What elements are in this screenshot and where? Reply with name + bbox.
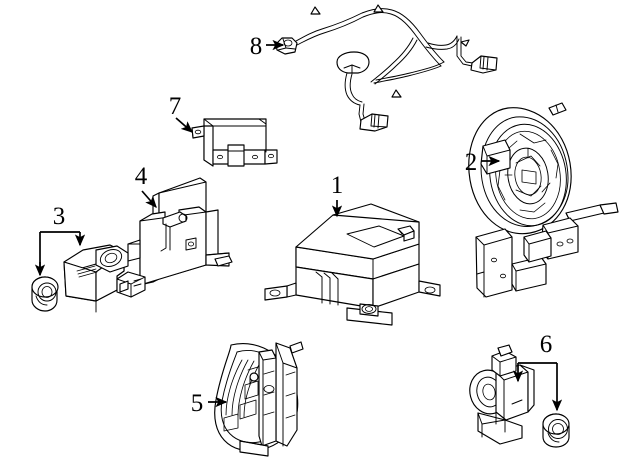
part-3-grommet xyxy=(31,276,59,312)
harness-oval-connector xyxy=(336,51,370,74)
part-2-clock-spring-spiral-cable xyxy=(468,102,619,298)
callout-5: 5 xyxy=(191,390,228,417)
callout-5-number: 5 xyxy=(191,390,204,417)
part-4-sensor-bracket xyxy=(127,177,233,286)
harness-left-connector xyxy=(275,37,298,55)
callout-7-number: 7 xyxy=(169,93,182,120)
part-6-retaining-nut xyxy=(542,413,570,448)
callout-3: 3 xyxy=(34,203,86,277)
part-8-air-bag-wire-harness xyxy=(275,4,498,132)
callout-8: 8 xyxy=(250,33,285,60)
callout-3-number: 3 xyxy=(53,203,66,230)
part-7-occupant-classification-sensor xyxy=(191,118,278,167)
callout-2-number: 2 xyxy=(465,149,478,176)
callout-8-number: 8 xyxy=(250,33,263,60)
callout-6-number: 6 xyxy=(540,331,553,358)
part-6-side-impact-sensor xyxy=(469,344,570,448)
callout-6: 6 xyxy=(512,331,563,412)
callout-4: 4 xyxy=(135,163,157,209)
part-3-front-impact-sensor xyxy=(31,244,146,313)
callout-1: 1 xyxy=(331,172,344,218)
harness-bottom-connector xyxy=(359,113,389,132)
callout-1-number: 1 xyxy=(331,172,344,199)
callout-4-number: 4 xyxy=(135,163,148,190)
callout-2: 2 xyxy=(465,149,501,176)
part-1-air-bag-control-module xyxy=(264,203,441,326)
part-5-side-air-bag-module xyxy=(214,341,304,457)
harness-right-connector xyxy=(470,55,498,74)
callout-7: 7 xyxy=(169,93,194,133)
